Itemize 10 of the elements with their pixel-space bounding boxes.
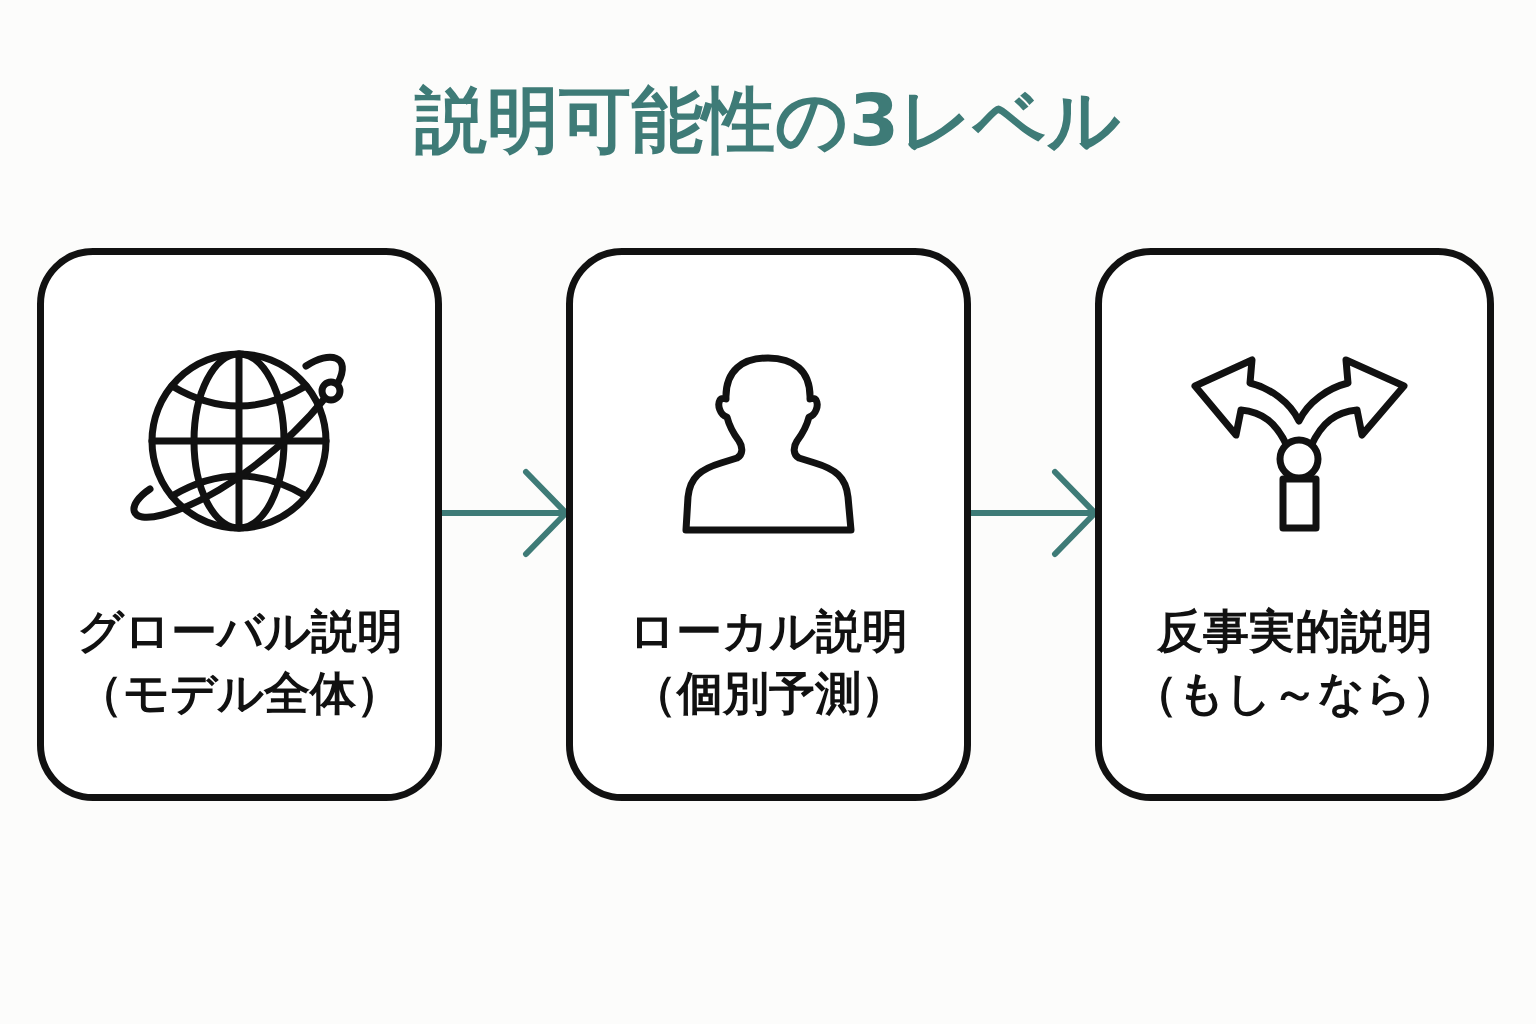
box-title: ローカル説明 [629,603,908,660]
box-subtitle: （もし～なら） [1131,665,1458,722]
box-subtitle: （モデル全体） [77,665,402,722]
diagram-title: 説明可能性の3レベル [414,78,1122,162]
process-box [37,248,442,801]
process-box [566,248,971,801]
process-box [1095,248,1494,801]
box-title: 反事実的説明 [1156,603,1433,660]
box-title: グローバル説明 [76,603,403,660]
box-subtitle: （個別予測） [630,665,907,722]
